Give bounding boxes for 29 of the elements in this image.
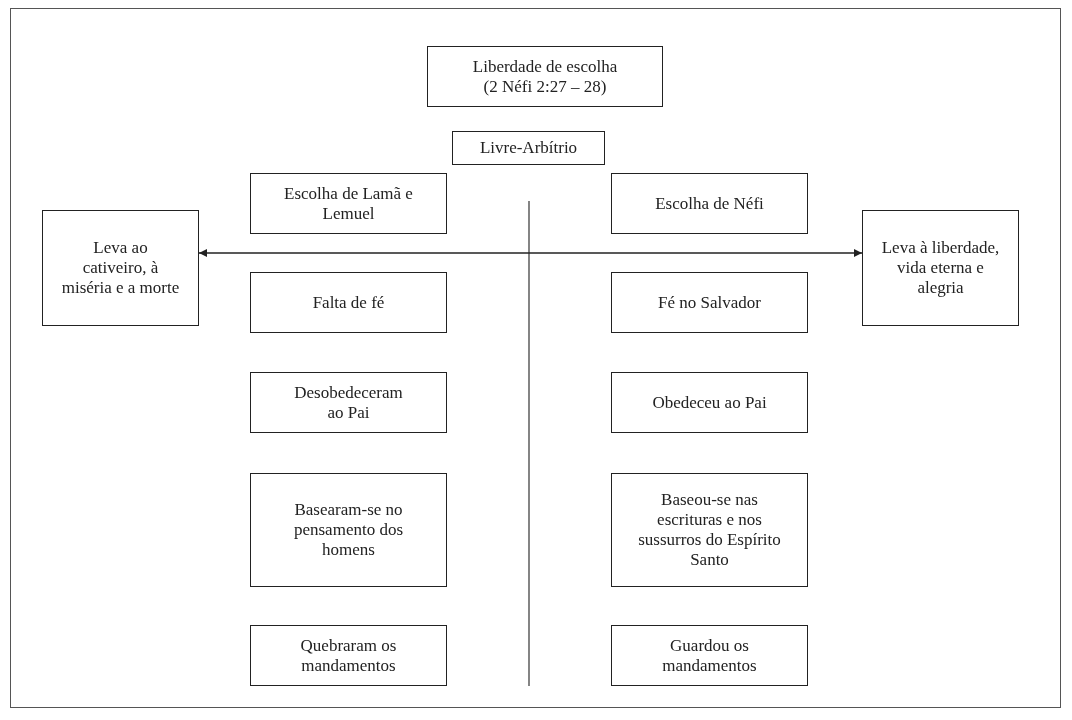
text-box bbox=[611, 372, 808, 433]
box-text: Desobedeceram ao Pai bbox=[293, 382, 404, 423]
text-box bbox=[250, 372, 447, 433]
box-text: Fé no Salvador bbox=[658, 292, 761, 313]
double-arrow bbox=[198, 249, 863, 257]
text-box bbox=[427, 46, 663, 107]
text-box bbox=[250, 473, 447, 587]
text-box bbox=[611, 272, 808, 333]
text-box bbox=[611, 625, 808, 686]
box-text: Obedeceu ao Pai bbox=[652, 392, 767, 413]
box-text: Quebraram os mandamentos bbox=[299, 635, 398, 676]
box-text: Livre-Arbítrio bbox=[479, 138, 578, 158]
box-text: Guardou os mandamentos bbox=[661, 635, 758, 676]
box-text: Escolha de Lamã e Lemuel bbox=[283, 183, 414, 224]
text-box bbox=[250, 272, 447, 333]
box-text: Basearam-se no pensamento dos homens bbox=[292, 500, 405, 560]
box-text: Escolha de Néfi bbox=[655, 193, 764, 214]
text-box bbox=[452, 131, 605, 165]
text-box bbox=[862, 210, 1019, 326]
text-box bbox=[250, 173, 447, 234]
box-text: Baseou-se nas escrituras e nos sussurros do Espírito Santo bbox=[637, 490, 782, 570]
box-text: Leva à liberdade, vida eterna e alegria bbox=[880, 238, 1001, 298]
text-box bbox=[611, 173, 808, 234]
box-text: Liberdade de escolha (2 Néfi 2:27 – 28) bbox=[471, 56, 619, 97]
box-text: Leva ao cativeiro, à miséria e a morte bbox=[60, 238, 181, 298]
text-box bbox=[42, 210, 199, 326]
text-box bbox=[611, 473, 808, 587]
text-box bbox=[250, 625, 447, 686]
box-text: Falta de fé bbox=[312, 292, 385, 313]
